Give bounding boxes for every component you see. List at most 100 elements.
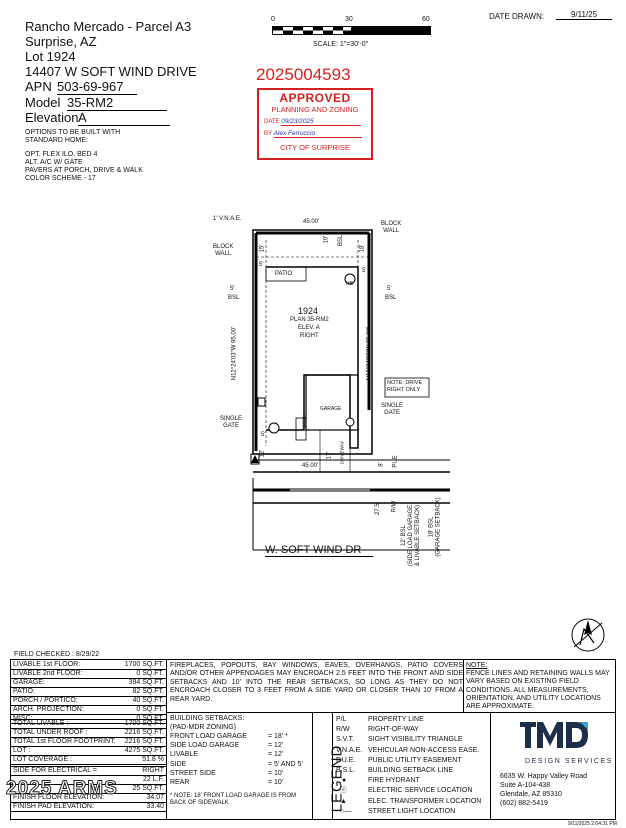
electrical-value: 34.07	[123, 793, 166, 803]
label-pue: PUE	[392, 455, 399, 468]
area-value: 40 SQ.FT.	[109, 696, 166, 706]
subdivision-name: Rancho Mercado - Parcel A3	[25, 19, 192, 34]
total-value: 2216 SQ.FT.	[121, 737, 166, 747]
model-label: Model	[25, 95, 61, 110]
legend-desc: SIGHT VISIBILITY TRIANGLE	[368, 736, 463, 744]
table-row: LIVABLE 1st FLOOR:1700 SQ.FT.	[11, 661, 166, 670]
legend-abbr: S.V.T.	[336, 736, 355, 744]
option-line: COLOR SCHEME - 17	[25, 175, 96, 182]
electrical-label: FINISH FLOOR ELEVATION:	[11, 793, 124, 803]
scale-tick-60: 60	[422, 16, 430, 23]
totals-table: TOTAL LIVABLE :1700 SQ.FT. TOTAL UNDER R…	[11, 719, 166, 765]
stamp-dept: PLANNING AND ZONING	[271, 105, 359, 114]
approval-stamp: APPROVED PLANNING AND ZONING DATE 09/23/…	[257, 88, 373, 160]
label-elev: ELEV. A	[298, 325, 320, 331]
print-stamp: 9/11/2025 2:04:31 PM	[568, 821, 617, 827]
table-row: TOTAL LIVABLE :1700 SQ.FT.	[11, 719, 166, 729]
label-rw: R/W	[391, 500, 398, 513]
electrical-label: FINISH PAD ELEVATION:	[11, 802, 124, 812]
electrical-label: SIDE FOR ELECTRICAL =	[11, 766, 124, 776]
label-side-r: N12°24'03"W 95.00'	[366, 326, 373, 381]
legend-desc: PUBLIC UTILITY EASEMENT	[368, 756, 462, 764]
scale-bar	[272, 26, 431, 35]
setback-value: = 10'	[268, 779, 284, 787]
setback-row: STREET SIDE = 10'	[170, 769, 310, 778]
legend-desc: STREET LIGHT LOCATION	[368, 807, 456, 815]
legend-row: S.V.T. SIGHT VISIBILITY TRIANGLE	[336, 735, 486, 745]
label-block-wall-r: BLOCK WALL	[381, 221, 402, 234]
legend-desc: ELEC. TRANSFORMER LOCATION	[368, 797, 482, 805]
option-line: PAVERS AT PORCH, DRIVE & WALK	[25, 167, 143, 174]
area-value: 1700 SQ.FT.	[109, 661, 166, 670]
area-label: PORCH / PORTICO:	[11, 696, 110, 706]
area-table: LIVABLE 1st FLOOR:1700 SQ.FT. LIVABLE 2n…	[11, 661, 166, 724]
electrical-table: SIDE FOR ELECTRICAL =RIGHT 22 L.F. 25 SQ…	[11, 766, 166, 812]
option-line: ALT. A/C W/ GATE	[25, 159, 83, 166]
table-row: LIVABLE 2nd FLOOR:0 SQ.FT.	[11, 669, 166, 679]
company-addr3: Glendale, AZ 85310	[500, 791, 562, 798]
label-hand: RIGHT	[300, 333, 319, 339]
company-addr1: 6635 W. Happy Valley Road	[500, 773, 588, 780]
label-bsl-top: BSL	[338, 234, 345, 247]
stamp-date-label: DATE	[264, 119, 280, 125]
area-label: LIVABLE 2nd FLOOR:	[11, 669, 110, 679]
label-rear-18: 18'	[359, 244, 366, 253]
scale-label: SCALE: 1"=30'-0"	[313, 41, 369, 48]
legend-desc: BUILDING SETBACK LINE	[368, 767, 454, 775]
setbacks-title: BUILDING SETBACKS:	[170, 715, 245, 722]
area-value: 82 SQ.FT.	[109, 687, 166, 697]
setback-value: = 10'	[268, 769, 284, 777]
permit-number: 2025004593	[256, 65, 351, 84]
elevation-value: A	[78, 110, 170, 126]
legend-abbr: B.S.L.	[336, 767, 356, 775]
legend-desc: VEHICULAR NON-ACCESS EASE.	[368, 746, 480, 754]
label-dim-5b: 5'	[261, 432, 266, 438]
label-lot-no: 1924	[298, 306, 319, 316]
setback-label: REAR	[170, 779, 190, 787]
label-side-load-bsl: 12' BSL (SIDE LOAD GARAGE & LIVABLE SETB…	[401, 504, 422, 567]
company-addr2: Suite A-104-438	[500, 782, 551, 789]
options-list: OPTIONS TO BE BUILT WITH STANDARD HOME: …	[25, 129, 143, 183]
label-five-a: 5'	[259, 262, 264, 268]
stamp-title: APPROVED	[279, 91, 351, 105]
electrical-value: 33.40	[123, 802, 166, 812]
table-row: GARAGE:394 SQ.FT.	[11, 678, 166, 688]
label-bsl-l: BSL	[228, 295, 240, 301]
electrical-label	[11, 784, 124, 794]
setback-label: LIVABLE	[170, 751, 198, 759]
setback-row: REAR = 10'	[170, 778, 310, 787]
company-tagline: DESIGN SERVICES	[525, 758, 614, 765]
area-value: 0 SQ.FT.	[109, 669, 166, 679]
label-hb: HB	[346, 281, 353, 287]
electrical-value: 25 SQ.FT.	[123, 784, 166, 794]
table-row: FINISH PAD ELEVATION:33.40	[11, 802, 166, 812]
total-value: 4275 SQ.FT.	[121, 746, 166, 756]
transformer-icon: ▲	[340, 797, 347, 805]
electrical-value: RIGHT	[123, 766, 166, 776]
apn-label: APN	[25, 79, 52, 94]
elevation-label: Elevation	[25, 110, 79, 125]
table-row: TOTAL 1st FLOOR FOOTPRINT:2216 SQ.FT.	[11, 737, 166, 747]
label-five-r: 5'	[387, 286, 392, 292]
stamp-date: 09/23/2025	[281, 118, 362, 126]
label-driveway: DRIVEWAY	[339, 440, 345, 465]
label-rear-10: 10'	[323, 235, 330, 244]
scale-tick-30: 30	[345, 16, 353, 23]
setback-row: FRONT LOAD GARAGE= 18' *	[170, 732, 310, 741]
electrical-label	[11, 775, 124, 785]
label-vnae: 1' V.N.A.E.	[213, 216, 242, 222]
street-address: 14407 W SOFT WIND DRIVE	[25, 64, 197, 79]
table-row: PORCH / PORTICO:40 SQ.FT.	[11, 696, 166, 706]
setbacks-note: * NOTE: 18' FRONT LOAD GARAGE IS FROM BA…	[170, 793, 297, 807]
total-label: TOTAL UNDER ROOF :	[11, 728, 122, 738]
label-dim-275: 27.5'	[374, 502, 381, 515]
legend-row: ▲ ELEC. TRANSFORMER LOCATION	[336, 797, 486, 807]
area-label: LIVABLE 1st FLOOR:	[11, 661, 110, 670]
legend-desc: PROPERTY LINE	[368, 716, 424, 723]
company-logo	[520, 720, 590, 757]
setback-label: STREET SIDE	[170, 769, 216, 777]
legend-desc: RIGHT-OF-WAY	[368, 726, 419, 734]
field-checked: FIELD CHECKED : 8/29/22	[14, 651, 100, 658]
